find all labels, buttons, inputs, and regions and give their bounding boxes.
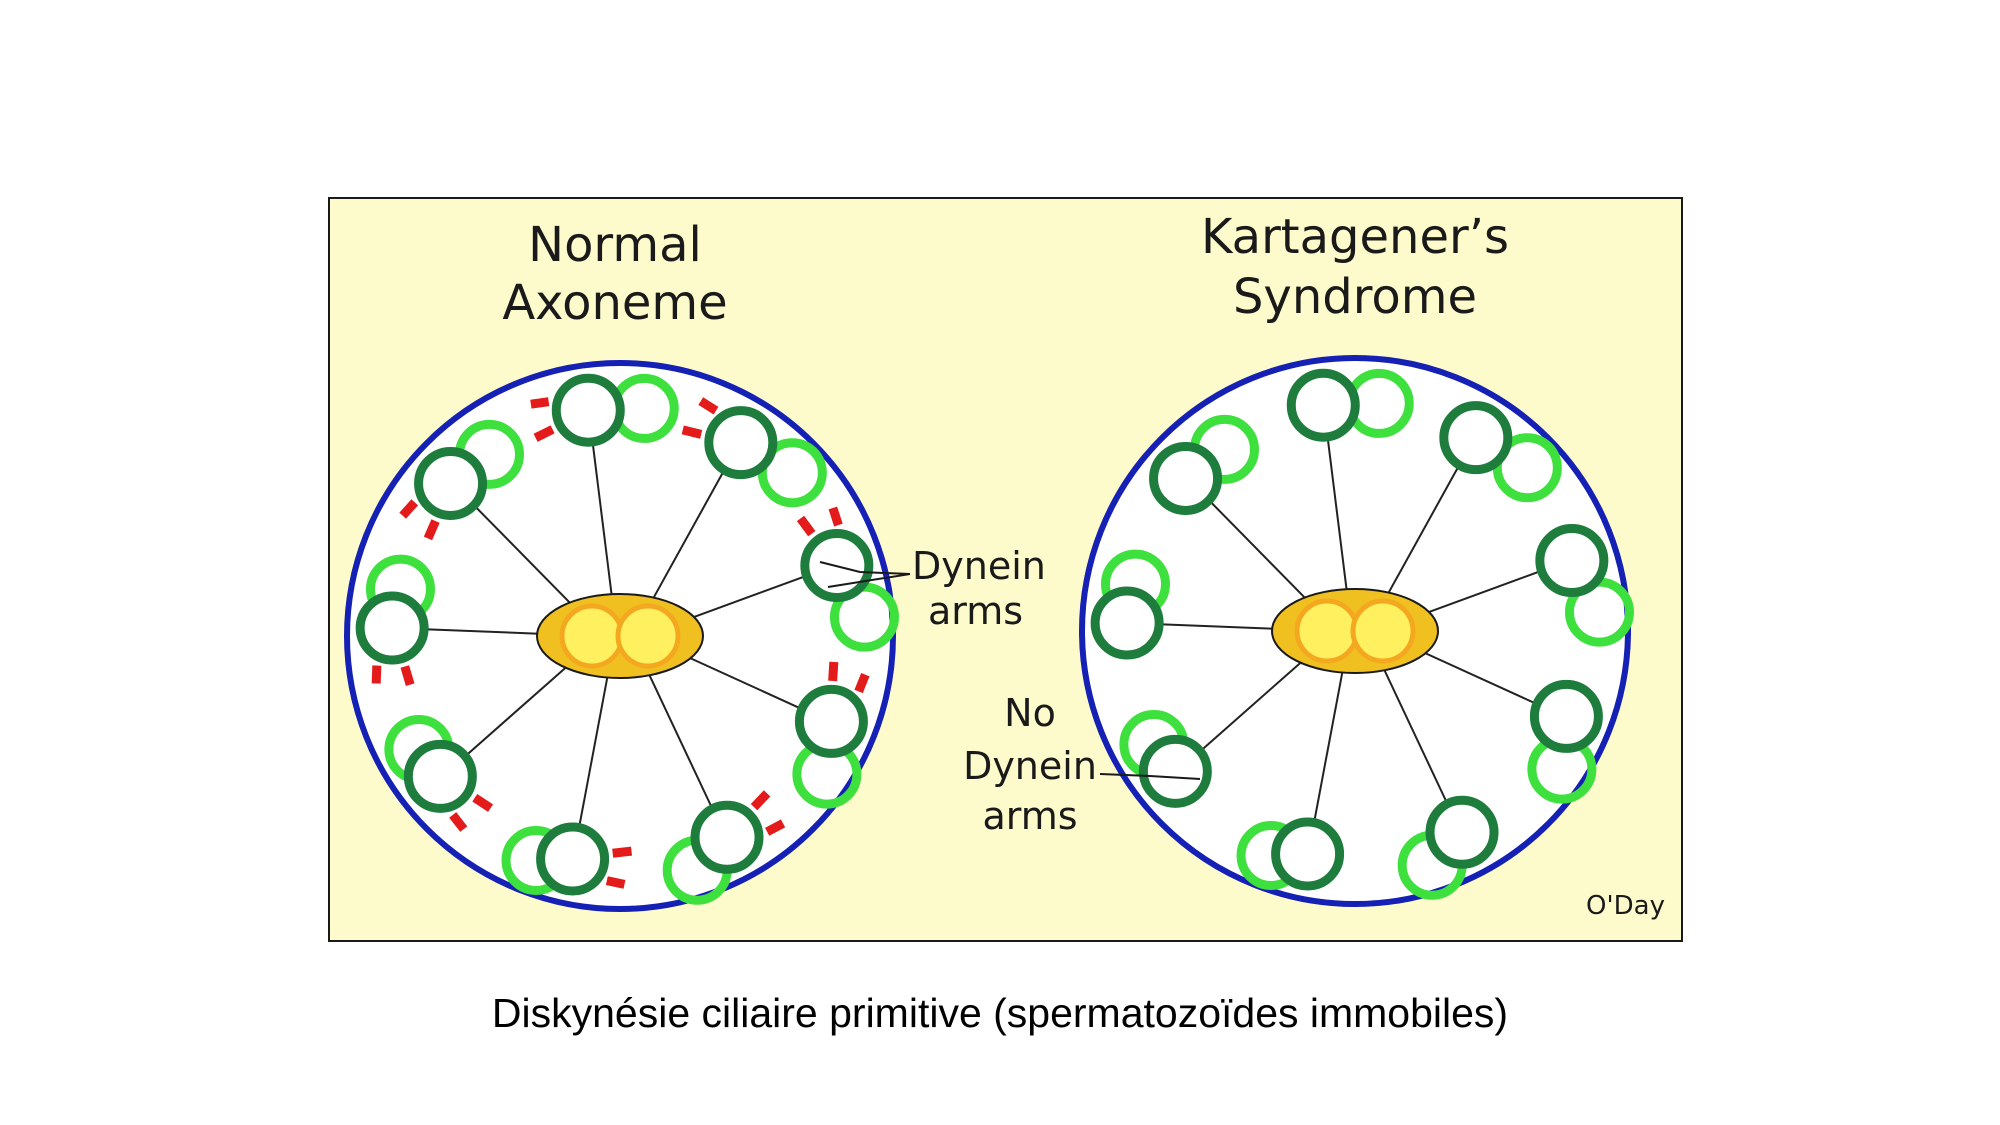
dynein-arm-outer [828,506,843,527]
radial-spoke [642,662,718,818]
microtubule-a [536,822,610,896]
credit-text: O'Day [1586,891,1665,921]
microtubule-a [1149,441,1223,515]
microtubule-a [1138,734,1212,808]
dynein-arm-inner [533,425,555,442]
kartagener-panel [1079,355,1634,907]
central-microtubule [1294,598,1360,664]
microtubule-a [551,373,625,447]
microtubule-a [1529,679,1603,753]
normal-axoneme-panel [344,360,899,912]
central-microtubule [1350,598,1416,664]
radial-spoke [466,498,584,617]
dynein-arm-inner [828,661,839,682]
dynein-arm-inner [612,846,633,858]
dynein-arm-inner [472,793,494,812]
microtubule-a [1535,524,1609,598]
axoneme-figure: Normal Axoneme Kartagener’s Syndrome Dyn… [328,197,1683,942]
microtubule-a [355,591,429,665]
normal-title-line2: Axoneme [502,275,727,331]
microtubule-a [704,406,778,480]
kartagener-title-line2: Syndrome [1233,269,1477,325]
no-dynein-label-line1: No [1004,691,1056,735]
radial-spoke [590,432,615,607]
microtubule-b [1492,433,1562,503]
dynein-leader-line-lower [827,573,911,588]
radial-spoke [1192,648,1317,758]
dynein-arm-inner [750,790,771,811]
microtubule-a [1271,817,1345,891]
microtubule-a [1439,401,1513,475]
radial-spoke [1325,427,1350,602]
microtubule-a [1425,795,1499,869]
radial-spoke [1380,456,1465,607]
microtubule-a [403,739,477,813]
dynein-arm-outer [530,397,550,409]
radial-spoke [457,653,582,763]
dynein-arm-outer [698,397,719,415]
dynein-arm-outer [399,499,419,519]
microtubule-a [1286,368,1360,442]
radial-spoke [1377,657,1453,813]
central-microtubule [559,603,625,669]
dynein-arm-inner [400,665,415,686]
radial-spoke [645,461,730,612]
microtubule-a [1090,586,1164,660]
dynein-arm-inner [423,519,440,541]
no-dynein-label-line2: Dynein [963,744,1097,788]
microtubule-a [414,446,488,520]
dynein-label-line2: arms [928,589,1023,633]
microtubule-a [794,684,868,758]
axoneme-diagram: Normal Axoneme Kartagener’s Syndrome Dyn… [344,209,1665,921]
no-dynein-leader-line [1099,773,1201,780]
no-dynein-label-line3: arms [982,794,1077,838]
microtubule-a [690,800,764,874]
microtubule-b [757,438,827,508]
dynein-arm-outer [605,876,626,889]
radial-spoke [1201,493,1319,612]
dynein-arm-inner [796,515,816,537]
slide-caption: Diskynésie ciliaire primitive (spermatoz… [491,990,1509,1036]
kartagener-title-line1: Kartagener’s [1201,209,1509,265]
central-microtubule [615,603,681,669]
dynein-arm-outer [854,673,870,694]
dynein-arm-outer [449,812,468,832]
radial-spoke [1311,660,1346,832]
dynein-arm-inner [681,425,703,439]
radial-spoke [576,665,611,837]
dynein-leader-line [819,561,911,575]
dynein-arm-outer [765,819,786,836]
normal-title-line1: Normal [528,217,702,273]
dynein-label-line1: Dynein [912,544,1046,588]
dynein-arm-outer [371,665,382,684]
